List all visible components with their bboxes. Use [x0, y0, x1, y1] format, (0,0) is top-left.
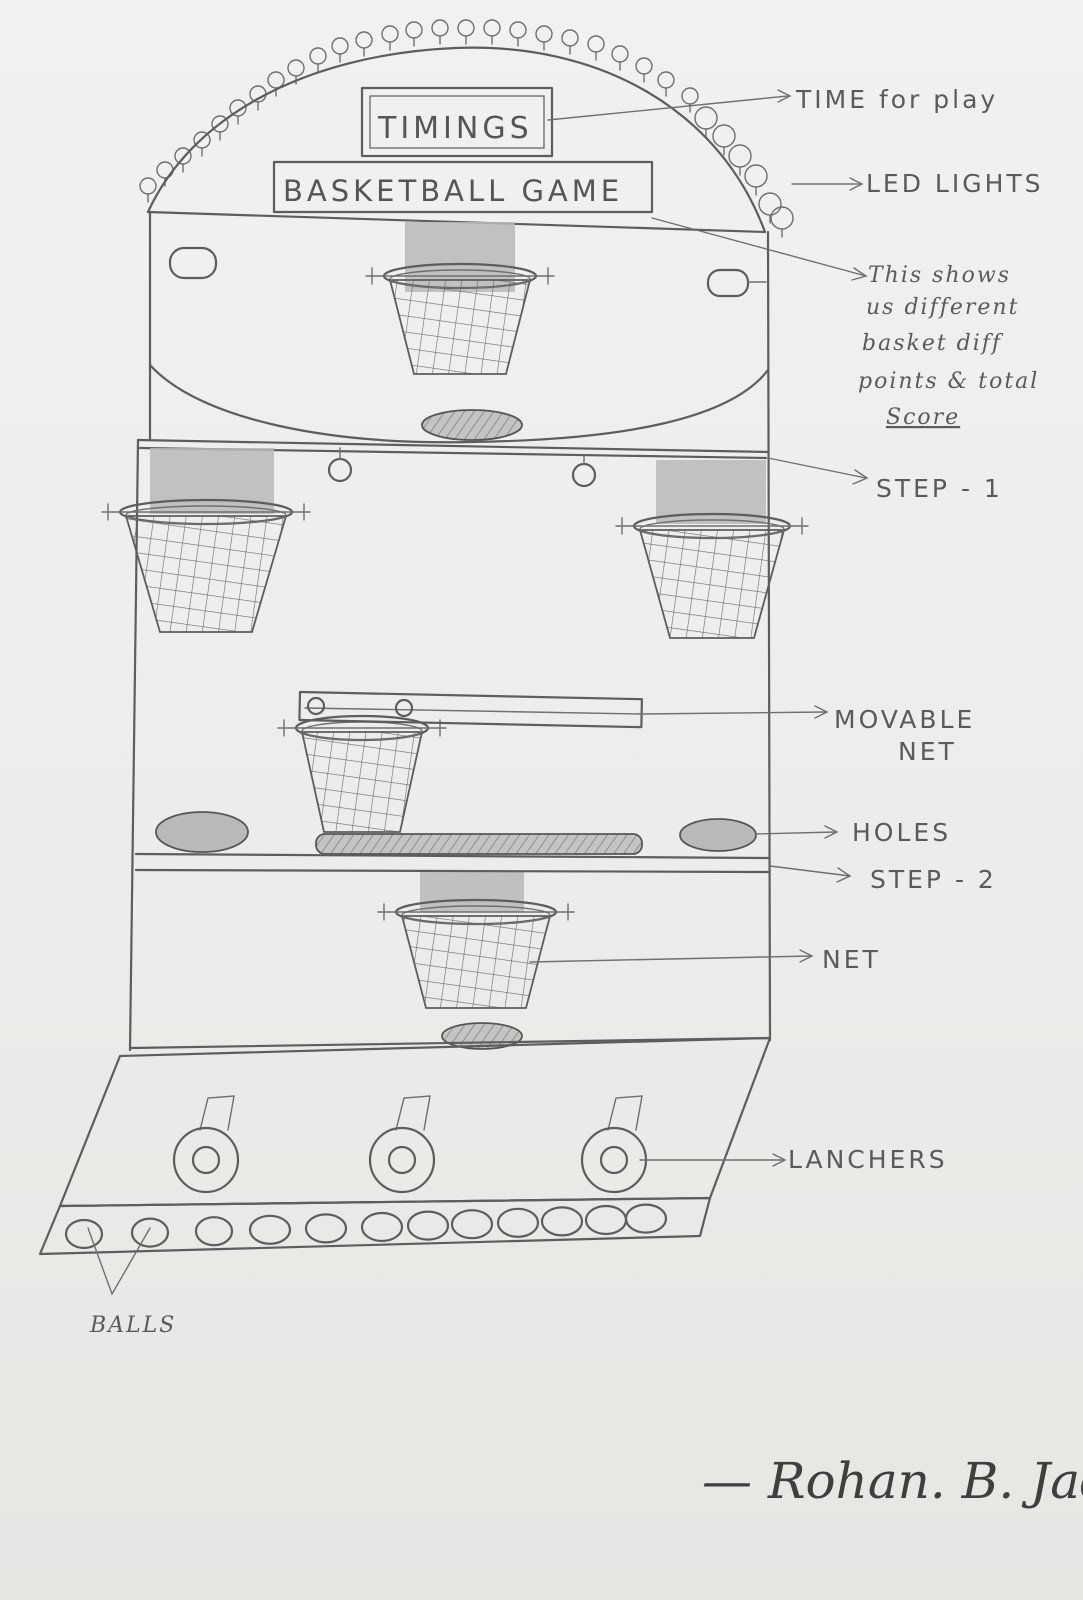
basket-hoop	[378, 900, 574, 1008]
launcher	[174, 1096, 238, 1192]
ball	[250, 1216, 290, 1244]
led-light	[332, 38, 348, 62]
label-balls: BALLS	[89, 1313, 176, 1338]
label-movable-net-2: NET	[898, 737, 957, 766]
ball	[542, 1207, 582, 1235]
top-right-bulb	[708, 270, 748, 296]
basket-hoop	[102, 500, 310, 632]
timings-text: TIMINGS	[377, 111, 533, 146]
ball	[132, 1219, 168, 1247]
cabinet-right-side	[768, 232, 770, 1040]
label-score-line-3: basket diff	[862, 331, 1004, 356]
launcher-tray	[60, 1038, 770, 1206]
left-hole	[156, 812, 248, 852]
left-backboard	[150, 448, 274, 514]
led-light	[406, 22, 422, 46]
led-light	[536, 26, 552, 50]
led-light	[356, 32, 372, 56]
label-score-line-4: points & total	[858, 369, 1039, 394]
label-time-for-play: TIME for play	[795, 85, 998, 114]
ball	[452, 1210, 492, 1238]
label-holes: HOLES	[852, 818, 951, 847]
ball	[362, 1213, 402, 1241]
label-step-2: STEP - 2	[870, 865, 997, 894]
ball	[66, 1220, 102, 1248]
led-light	[382, 26, 398, 50]
label-net: NET	[822, 945, 881, 974]
led-light	[562, 30, 578, 54]
ball	[626, 1205, 666, 1233]
led-light	[612, 46, 628, 70]
ball	[498, 1209, 538, 1237]
label-score-line-2: us different	[866, 295, 1019, 320]
label-launchers: LANCHERS	[788, 1145, 948, 1174]
led-light	[484, 20, 500, 44]
label-score-line-1: This shows	[868, 263, 1011, 288]
label-step-1: STEP - 1	[876, 474, 1003, 503]
launcher	[370, 1096, 434, 1192]
led-light	[432, 20, 448, 44]
led-light	[745, 165, 767, 195]
basket-hoop	[616, 514, 808, 638]
led-light	[310, 48, 326, 72]
led-light	[510, 22, 526, 46]
label-movable-net-1: MOVABLE	[834, 705, 975, 734]
step-2-shelf-bottom	[136, 870, 768, 872]
game-title-text: BASKETBALL GAME	[283, 174, 623, 208]
center-ramp	[316, 834, 642, 854]
top-left-bulb	[170, 248, 216, 278]
led-light	[658, 72, 674, 96]
label-led-lights: LED LIGHTS	[866, 169, 1044, 198]
basket-hoop	[278, 716, 446, 832]
top-hole	[422, 410, 522, 440]
right-hole	[680, 819, 756, 851]
led-light	[458, 20, 474, 44]
label-score-line-5: Score	[886, 405, 960, 430]
led-light	[636, 58, 652, 82]
ball	[586, 1206, 626, 1234]
movable-net-bar	[299, 692, 642, 727]
launchers	[174, 1096, 646, 1192]
ball	[408, 1212, 448, 1240]
signature: — Rohan. B. Jadav	[702, 1452, 1083, 1510]
led-light	[771, 207, 793, 237]
ball	[196, 1217, 232, 1245]
balls-row	[66, 1205, 666, 1248]
led-light	[682, 88, 698, 112]
led-light	[588, 36, 604, 60]
ball	[306, 1214, 346, 1242]
launcher	[582, 1096, 646, 1192]
basket-hoop	[366, 264, 554, 374]
